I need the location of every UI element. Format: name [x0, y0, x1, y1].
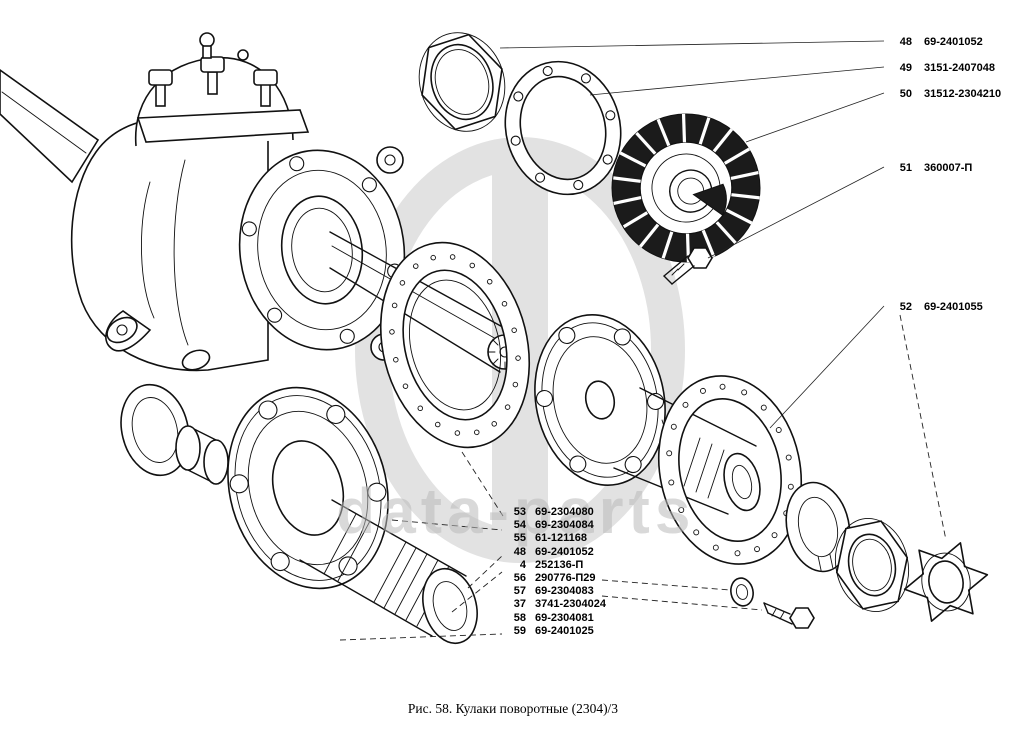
- callout-part-number: 360007-П: [924, 162, 973, 174]
- parts-list-row: 59 69-2401025: [500, 625, 606, 638]
- callout-ref: 57: [513, 585, 526, 598]
- bolt-51-drawing: [663, 247, 713, 285]
- figure-caption: Рис. 58. Кулаки поворотные (2304)/3: [407, 701, 619, 716]
- small-bolt-drawing: [763, 602, 815, 629]
- parts-list-row: 54 69-2304084: [500, 519, 606, 532]
- callout-row: 52 69-2401055: [890, 301, 983, 313]
- callout-ref: 52: [899, 301, 912, 313]
- drive-flange-drawing: [611, 113, 761, 263]
- callout-part-number: 290776-П29: [535, 572, 596, 585]
- callout-row: 48 69-2401052: [890, 36, 983, 48]
- callout-part-number: 3741-2304024: [535, 598, 606, 611]
- callout-part-number: 69-2401025: [535, 624, 594, 637]
- star-washer-drawing: [903, 542, 989, 622]
- hex-ring-nut-drawing: [418, 32, 506, 132]
- callout-ref: 48: [513, 545, 526, 558]
- spacer-bushing-drawing: [175, 425, 229, 485]
- callout-part-number: 69-2304080: [535, 506, 594, 518]
- stud-nuts-drawing: [148, 32, 278, 107]
- callout-ref: 58: [513, 611, 526, 624]
- callout-ref: 48: [899, 36, 912, 48]
- callout-ref: 59: [513, 624, 526, 637]
- callout-ref: 4: [519, 558, 526, 571]
- callout-ref: 53: [513, 506, 526, 518]
- callout-ref: 51: [899, 162, 912, 174]
- callout-part-number: 69-2304084: [535, 519, 594, 532]
- steering-knuckle-housing-drawing: [0, 32, 406, 372]
- callout-part-number: 69-2401052: [924, 36, 983, 48]
- parts-list-row: 48 69-2401052: [500, 546, 606, 559]
- inner-gasket-drawing: [379, 241, 531, 449]
- callout-part-number: 69-2401052: [535, 545, 594, 558]
- left-gasket-drawing: [120, 383, 190, 477]
- parts-list-row: 58 69-2304081: [500, 612, 606, 625]
- callout-ref: 54: [513, 519, 526, 532]
- hub-52-drawing: [534, 314, 761, 515]
- parts-list-row: 53 69-2304080: [500, 506, 606, 519]
- callout-ref: 49: [899, 62, 912, 74]
- lock-plate-drawing: [785, 481, 851, 573]
- callout-ref: 37: [513, 598, 526, 611]
- callout-part-number: 252136-П: [535, 558, 584, 571]
- parts-list-row: 37 3741-2304024: [500, 598, 606, 611]
- leader-lines: [339, 40, 947, 641]
- callout-part-number: 61-121168: [535, 532, 587, 545]
- callout-ref: 50: [899, 88, 912, 100]
- callout-part-number: 69-2304083: [535, 585, 594, 598]
- parts-list-row: 55 61-121168: [500, 532, 606, 545]
- callout-row: 51 360007-П: [890, 162, 973, 174]
- hex-lock-nut-drawing: [835, 517, 909, 613]
- parts-list-row: 56 290776-П29: [500, 572, 606, 585]
- parts-list-row: 4 252136-П: [500, 559, 606, 572]
- bottom-hub-drawing: [227, 386, 478, 645]
- callout-ref: 55: [513, 532, 526, 545]
- callout-part-number: 3151-2407048: [924, 62, 995, 74]
- callout-row: 50 31512-2304210: [890, 88, 1001, 100]
- parts-list-row: 57 69-2304083: [500, 585, 606, 598]
- small-washer-drawing: [730, 577, 754, 607]
- parts-list: 53 69-2304080 54 69-2304084 55 61-121168…: [500, 506, 606, 638]
- callout-row: 49 3151-2407048: [890, 62, 995, 74]
- callout-part-number: 31512-2304210: [924, 88, 1002, 100]
- callout-part-number: 69-2304081: [535, 611, 594, 624]
- outer-gasket-drawing: [657, 375, 803, 565]
- gasket-49-drawing: [504, 60, 622, 196]
- callout-ref: 56: [513, 572, 526, 585]
- callout-part-number: 69-2401055: [924, 301, 983, 313]
